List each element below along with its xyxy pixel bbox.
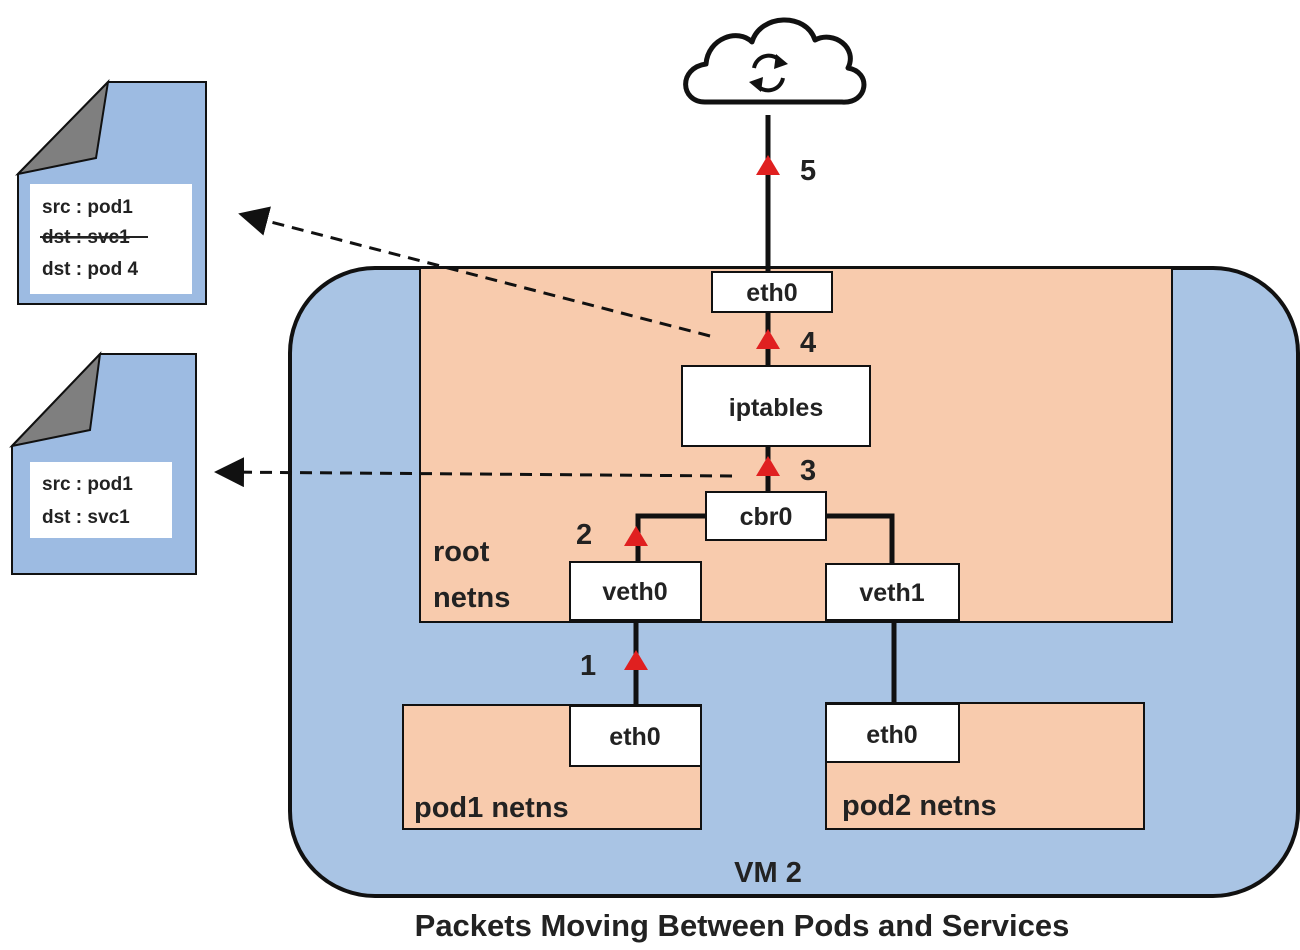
packet-before-src: src : pod1 <box>42 474 133 495</box>
root-eth0-box <box>711 271 833 313</box>
step-arrow-1 <box>624 650 648 670</box>
cloud-sync-icon <box>683 17 867 105</box>
iptables-label: iptables <box>729 394 823 422</box>
dashed-arrow-before-nat <box>214 457 733 488</box>
veth0-label: veth0 <box>602 578 667 606</box>
pod2-eth0-label: eth0 <box>866 721 917 749</box>
root-netns-label: root <box>433 536 490 568</box>
root-eth0-label: eth0 <box>746 279 797 307</box>
packet-before-dst: dst : svc1 <box>42 507 130 528</box>
vm-label: VM 2 <box>734 857 802 889</box>
veth1-box <box>825 563 960 621</box>
cbr0-box <box>705 491 827 541</box>
step-arrow-5 <box>756 155 780 175</box>
pod1-netns-label: pod1 netns <box>414 792 569 824</box>
packet-note-before <box>9 351 197 575</box>
step-label-1: 1 <box>580 650 596 682</box>
pod2-netns-label: pod2 netns <box>842 790 997 822</box>
step-label-4: 4 <box>800 327 816 359</box>
figure-caption: Packets Moving Between Pods and Services <box>415 908 1070 943</box>
veth0-box <box>569 561 702 621</box>
step-arrow-4 <box>756 329 780 349</box>
iptables-box <box>681 365 871 447</box>
step-arrow-3 <box>756 456 780 476</box>
dashed-arrow-after-nat <box>238 206 711 338</box>
veth1-label: veth1 <box>859 579 924 607</box>
cbr0-label: cbr0 <box>740 503 793 531</box>
pod2-eth0-box <box>825 703 960 763</box>
step-label-3: 3 <box>800 455 816 487</box>
step-label-5: 5 <box>800 155 816 187</box>
pod1-eth0-label: eth0 <box>609 723 660 751</box>
pod1-eth0-box <box>569 705 702 767</box>
step-arrow-2 <box>624 526 648 546</box>
root-netns-label-2: netns <box>433 582 510 614</box>
packet-after-src: src : pod1 <box>42 197 133 218</box>
packet-after-dst-new: dst : pod 4 <box>42 259 138 280</box>
packet-note-after <box>15 79 207 305</box>
step-label-2: 2 <box>576 519 592 551</box>
